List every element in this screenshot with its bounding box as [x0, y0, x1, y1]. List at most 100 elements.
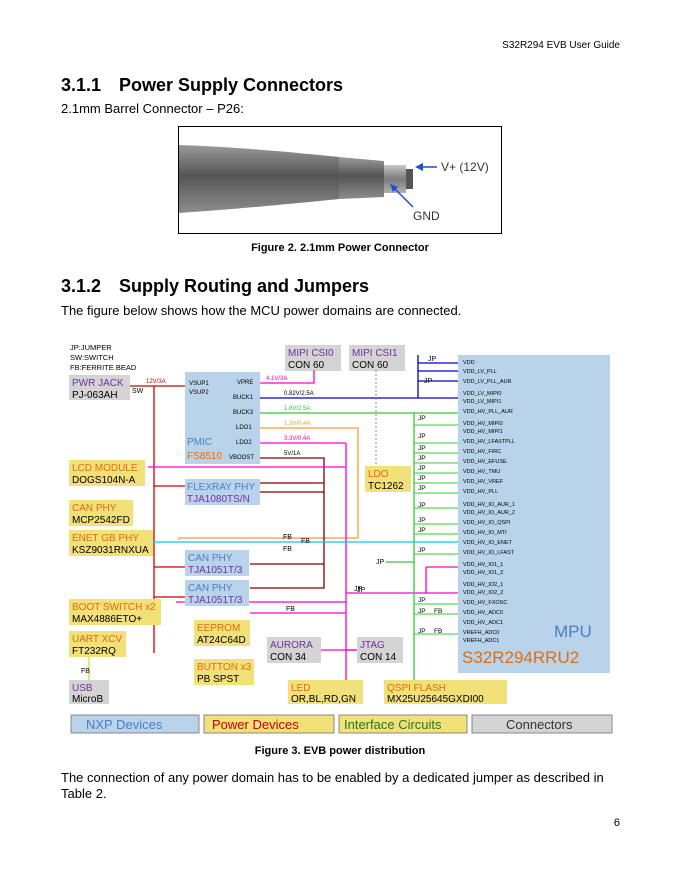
section-heading-power-connectors: 3.1.1 Power Supply Connectors: [61, 75, 343, 96]
pmic-pin-vboost: VBOOST: [229, 455, 254, 461]
note-fb: FB:FERRITE BEAD: [70, 363, 137, 372]
vdd-pin: VDD_HV_IO_ENET: [463, 540, 513, 546]
aurora-part: CON 34: [270, 652, 307, 663]
document-header: S32R294 EVB User Guide: [502, 40, 620, 51]
vdd-pin: VDD_LV_MIPI1: [463, 399, 501, 405]
usb-block: [69, 680, 109, 704]
vdd-pin: VDD_HV_PLL_AUR: [463, 409, 513, 415]
pmic-pin-ldo2: LDO2: [236, 440, 252, 446]
jp-label: JP: [418, 517, 426, 524]
pmic-pin-buck3: BUCK3: [233, 410, 254, 416]
can-phy-3-block: [185, 580, 249, 606]
legend-power-label: Power Devices: [212, 717, 299, 732]
ldo-part: TC1262: [368, 481, 404, 492]
vdd-pin: VDD_HV_IO_MTI: [463, 530, 507, 536]
jp-label-vdd-aur: JP: [424, 378, 433, 385]
legend-interface: [338, 714, 468, 734]
connector-intro: 2.1mm Barrel Connector – P26:: [61, 101, 244, 116]
rail-12v: 12V/3A: [146, 379, 166, 385]
routing-intro: The figure below shows how the MCU power…: [61, 303, 462, 318]
plug-tip: [406, 169, 413, 189]
barrel-connector-photo: V+ (12V) GND: [178, 126, 502, 234]
jp-label: JP: [418, 455, 426, 462]
legend-connectors-label: Connectors: [506, 717, 573, 732]
wire-5v: [250, 457, 325, 589]
rail-1v8: 1.8V/2.5A: [284, 406, 310, 412]
mpu-part: S32R294RRU2: [462, 648, 579, 667]
vdd-pin: VDD_HV_IO2_1: [463, 582, 503, 588]
boot-switch-part: MAX4886ETO+: [72, 614, 142, 625]
mpu-block: [458, 355, 610, 673]
fb-label-enet-1: FB: [283, 534, 292, 541]
vdd-pin: VDD_HV_ADC1: [463, 620, 503, 626]
section-number: 3.1.1: [61, 75, 102, 95]
vdd-pin: VDD_HV_LFASTPLL: [463, 439, 515, 445]
jp-label-can3: JP: [357, 587, 366, 594]
legend-interface-label: Interface Circuits: [344, 717, 442, 732]
fb-label-eeprom: FB: [286, 606, 295, 613]
vdd-pin-list: VDD VDD_LV_PLL VDD_LV_PLL_AUR VDD_LV_MIP…: [463, 360, 515, 644]
can-phy-3-title: CAN PHY: [188, 583, 233, 594]
lcd-part: DOGS104N-A: [72, 475, 136, 486]
vdd-pin: VDD_HV_PLL: [463, 489, 498, 495]
wire-1v2: [178, 427, 359, 540]
mipi-csi1-block: [349, 345, 405, 371]
pwr-jack-part: PJ-063AH: [72, 390, 118, 401]
led-block: [288, 680, 363, 704]
lcd-title: LCD MODULE: [72, 463, 138, 474]
vdd-pin: VREFH_ADC0: [463, 630, 499, 636]
vdd-pin: VDD_LV_PLL_AUR: [463, 379, 512, 385]
gnd-label: GND: [413, 209, 440, 223]
pwr-jack-block: [69, 375, 130, 400]
gnd-arrow: [392, 186, 414, 208]
can-phy-2-title: CAN PHY: [188, 553, 233, 564]
usb-title: USB: [72, 683, 93, 694]
section-title: Power Supply Connectors: [119, 75, 344, 95]
boot-switch-title: BOOT SWITCH x2: [72, 602, 156, 613]
enet-title: ENET GB PHY: [72, 533, 139, 544]
button-part: PB SPST: [197, 674, 239, 685]
pmic-pin-vsup1: VSUP1: [189, 381, 209, 387]
qspi-part: MX25U25645GXDI00: [387, 694, 484, 705]
hv-jumper-labels: JP JP JP JP JP JP JP JP JP JP JP JP JP F…: [418, 415, 442, 635]
jtag-title: JTAG: [360, 640, 385, 651]
qspi-title: QSPI FLASH: [387, 683, 446, 694]
figure-3-caption: Figure 3. EVB power distribution: [254, 745, 426, 757]
button-title: BUTTON x3: [197, 662, 252, 673]
jp-label: JP: [418, 597, 426, 604]
button-block: [194, 659, 254, 685]
jtag-block: [357, 637, 403, 663]
led-part: OR,BL,RD,GN: [291, 694, 356, 705]
mipi-csi0-block: [285, 345, 341, 371]
sw-label: SW: [132, 388, 144, 395]
cable-body: [179, 145, 339, 213]
closing-text: The connection of any power domain has t…: [61, 770, 604, 801]
vdd-pin: VDD_HV_VREF: [463, 479, 504, 485]
aurora-title: AURORA: [270, 640, 313, 651]
uart-part: FT232RQ: [72, 646, 116, 657]
enet-part: KSZ9031RNXUA: [72, 545, 149, 556]
boot-switch-block: [69, 599, 161, 625]
jp-label: JP: [418, 502, 426, 509]
rail-3v3: 3.3V/0.4A: [284, 436, 310, 442]
pmic-pin-vpre: VPRE: [237, 380, 253, 386]
qspi-block: [384, 680, 507, 704]
lcd-block: [69, 460, 145, 486]
jp-label: JP: [418, 433, 426, 440]
jp-label: JP: [418, 475, 426, 482]
vdd-pin: VDD_HV_MIPI0: [463, 421, 503, 427]
vdd-pin: VDD_HV_IO_AUR_2: [463, 510, 515, 516]
aurora-block: [267, 637, 321, 663]
jp-label: JP: [418, 485, 426, 492]
plug-barrel: [384, 165, 406, 193]
jp-label: JP: [418, 608, 426, 615]
ldo-title: LDO: [368, 469, 389, 480]
flexray-block: [185, 479, 260, 505]
vdd-pin: VDD_HV_ADC0: [463, 610, 503, 616]
wire-4v1: [260, 370, 315, 384]
vdd-pin: VDD_HV_IO_AUR_1: [463, 502, 515, 508]
plug-grip: [339, 157, 384, 199]
rail-0v82: 0.82V/2.5A: [284, 391, 314, 397]
eeprom-title: EEPROM: [197, 623, 240, 634]
uart-title: UART XCV: [72, 634, 123, 645]
